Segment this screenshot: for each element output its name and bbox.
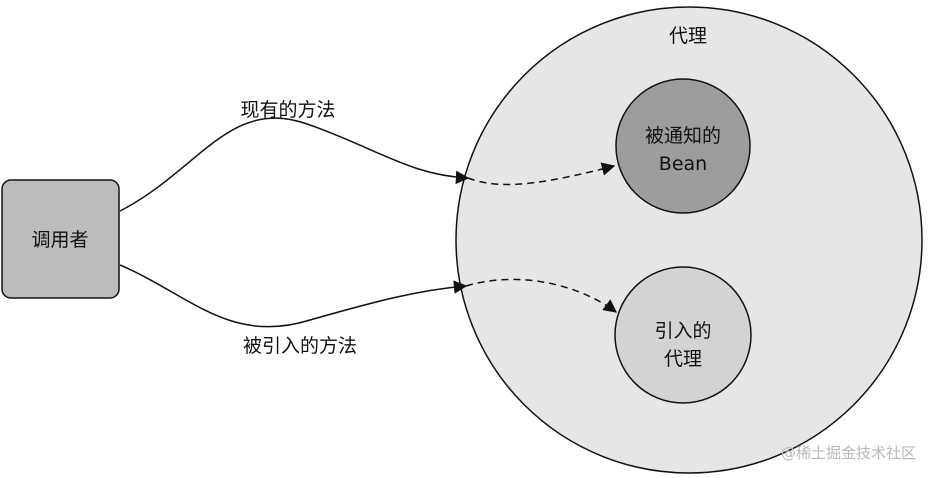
watermark: @稀土掘金技术社区 bbox=[781, 444, 916, 462]
existing-method-edge-solid bbox=[119, 117, 470, 212]
existing-method-label: 现有的方法 bbox=[240, 99, 335, 121]
introduction-proxy-circle bbox=[614, 266, 752, 404]
introduced-method-label: 被引入的方法 bbox=[243, 335, 357, 357]
advised-bean-label-line1: 被通知的 bbox=[645, 125, 721, 147]
introduced-method-edge-solid bbox=[119, 264, 468, 328]
introduction-proxy-label-line1: 引入的 bbox=[654, 320, 711, 342]
introduction-proxy-label-line2: 代理 bbox=[664, 348, 702, 370]
proxy-circle bbox=[455, 6, 923, 474]
caller-box bbox=[1, 179, 120, 299]
existing-method-edge-dashed bbox=[467, 162, 616, 186]
advised-bean-circle bbox=[615, 78, 751, 214]
advised-bean-label-line2: Bean bbox=[659, 153, 707, 175]
proxy-label: 代理 bbox=[669, 25, 707, 47]
caller-label: 调用者 bbox=[31, 229, 88, 251]
